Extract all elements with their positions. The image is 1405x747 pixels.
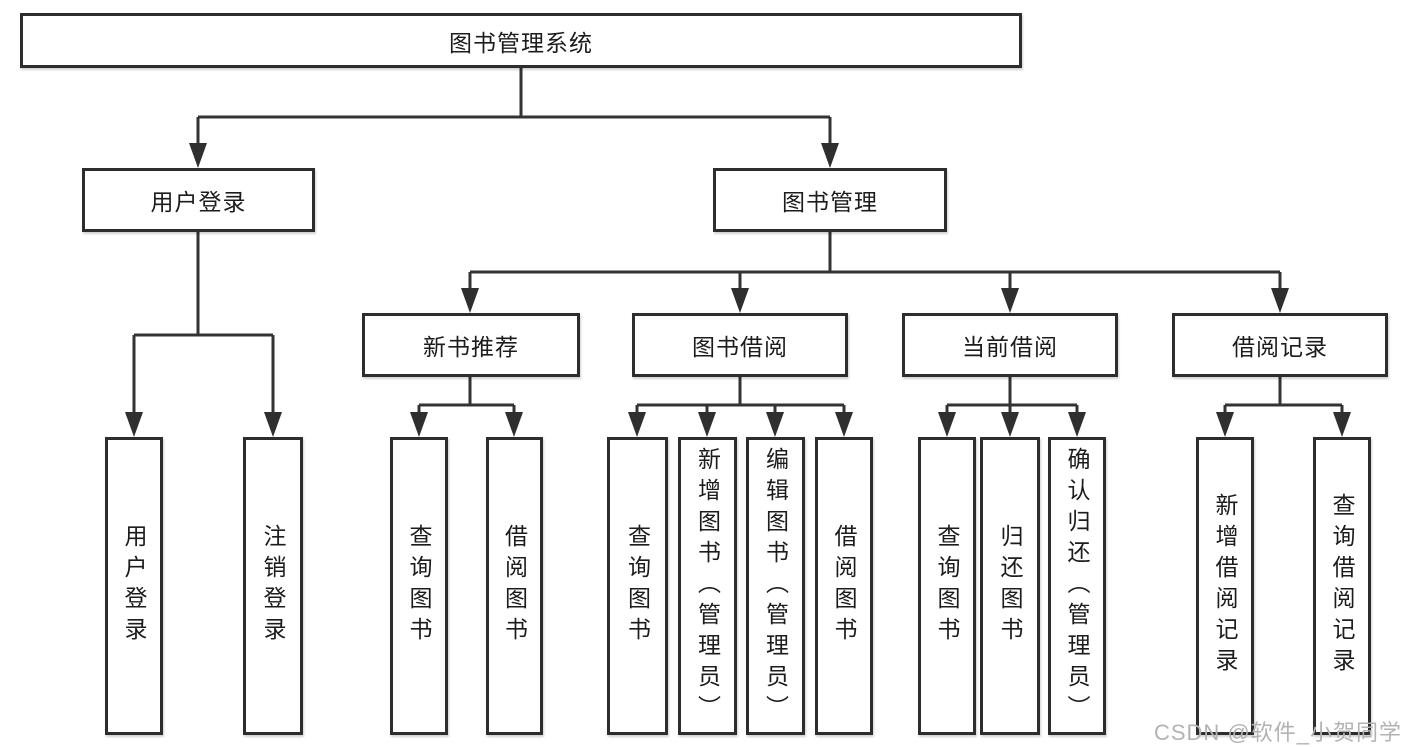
csdn-watermark: CSDN @软件_小贺同学 xyxy=(1153,720,1402,745)
leaf-borrow-book-recommend: 借阅图书 xyxy=(486,437,543,735)
connector-user-login-to-leaves xyxy=(125,232,282,437)
node-book-management: 图书管理 xyxy=(713,168,947,232)
leaf-edit-book-admin: 编辑图书（管理员） xyxy=(746,437,805,735)
connector-borrow-record-to-leaves xyxy=(1216,377,1351,437)
node-user-login: 用户登录 xyxy=(82,168,315,232)
node-current-borrowing: 当前借阅 xyxy=(902,313,1118,377)
leaf-query-borrow-record: 查询借阅记录 xyxy=(1313,437,1371,735)
leaf-add-borrow-record: 新增借阅记录 xyxy=(1196,437,1254,735)
leaf-logout: 注销登录 xyxy=(243,437,303,735)
node-borrow-records: 借阅记录 xyxy=(1172,313,1388,377)
leaf-user-login: 用户登录 xyxy=(105,437,163,735)
node-book-borrowing: 图书借阅 xyxy=(632,313,848,377)
leaf-add-book-admin: 新增图书（管理员） xyxy=(678,437,737,735)
connector-new-book-to-leaves xyxy=(410,377,523,437)
connector-book-mgmt-to-level3 xyxy=(461,232,1289,313)
leaf-query-book-borrowing: 查询图书 xyxy=(607,437,668,735)
leaf-borrow-book-borrowing: 借阅图书 xyxy=(815,437,873,735)
leaf-confirm-return-admin: 确认归还（管理员） xyxy=(1048,437,1106,735)
leaf-query-book-recommend: 查询图书 xyxy=(390,437,448,735)
node-root: 图书管理系统 xyxy=(20,13,1022,68)
connector-root-to-level2 xyxy=(189,68,839,168)
connector-book-borrow-to-leaves xyxy=(628,377,853,437)
leaf-return-book: 归还图书 xyxy=(980,437,1040,735)
leaf-query-book-current: 查询图书 xyxy=(918,437,976,735)
node-new-book-recommendation: 新书推荐 xyxy=(362,313,580,377)
connector-current-borrow-to-leaves xyxy=(938,377,1086,437)
